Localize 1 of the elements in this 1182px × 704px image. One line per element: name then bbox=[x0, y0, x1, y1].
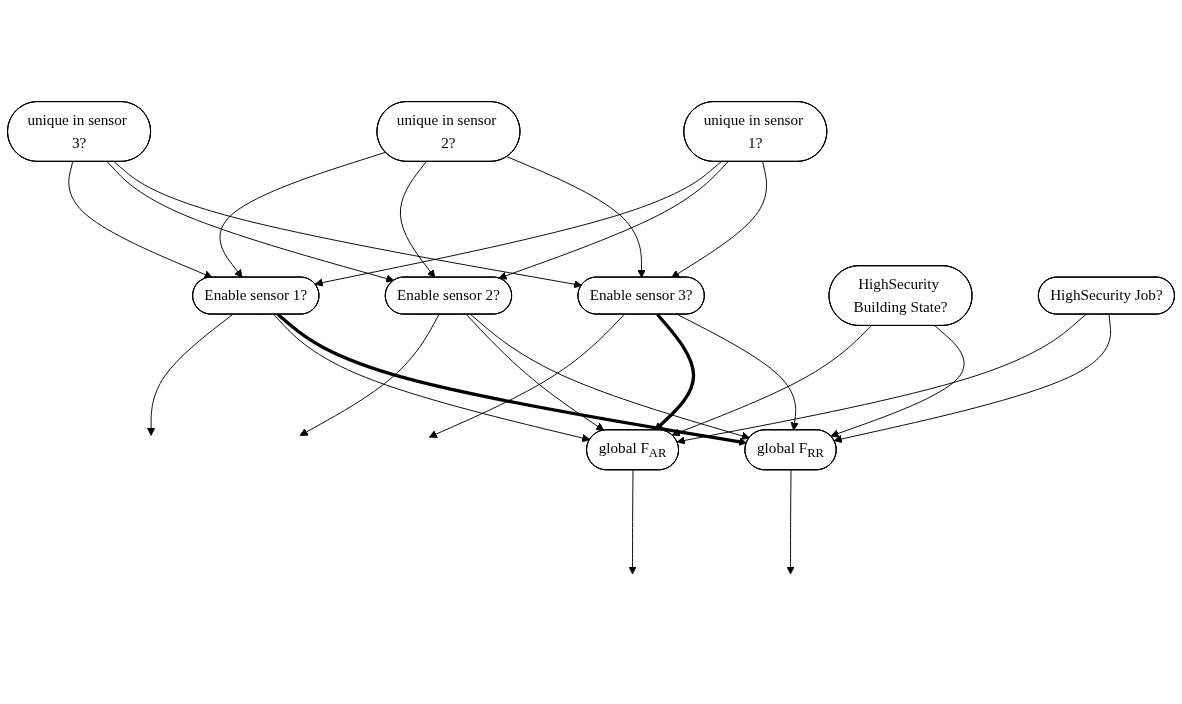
arrow bbox=[654, 313, 696, 431]
